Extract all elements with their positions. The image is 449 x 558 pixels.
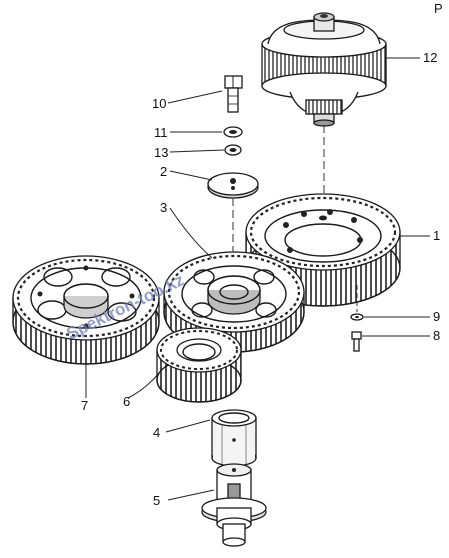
bushing — [211, 409, 257, 467]
label-3: 3 — [160, 200, 167, 215]
callouts: 12 10 11 13 2 3 1 9 8 7 6 4 5 — [81, 50, 440, 508]
intermediate-gear — [163, 251, 305, 353]
large-gear — [245, 193, 401, 307]
label-8: 8 — [433, 328, 440, 343]
small-gear — [156, 327, 242, 403]
bolt — [351, 331, 362, 352]
label-9: 9 — [433, 309, 440, 324]
corner-mark: P — [434, 1, 443, 16]
spacer-washer — [224, 144, 242, 156]
label-2: 2 — [160, 164, 167, 179]
top-bolt — [224, 75, 243, 113]
label-4: 4 — [153, 425, 160, 440]
label-7: 7 — [81, 398, 88, 413]
top-drum-assembly — [261, 12, 387, 127]
washer — [350, 313, 364, 321]
label-12: 12 — [423, 50, 437, 65]
label-1: 1 — [433, 228, 440, 243]
label-5: 5 — [153, 493, 160, 508]
left-gear — [12, 255, 160, 365]
washer-plate — [207, 172, 259, 199]
label-11: 11 — [154, 125, 168, 140]
axle-shaft — [201, 463, 267, 547]
lock-washer — [223, 126, 243, 138]
label-13: 13 — [154, 145, 168, 160]
label-10: 10 — [152, 96, 166, 111]
label-6: 6 — [123, 394, 130, 409]
